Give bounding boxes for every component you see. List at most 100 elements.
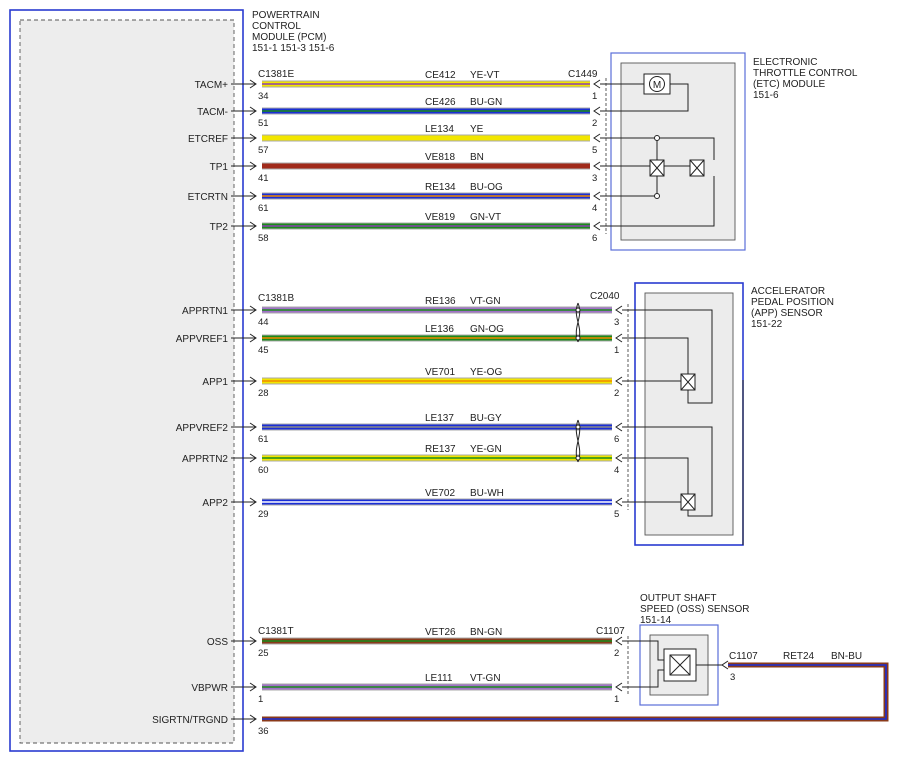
device-arrow-tp2	[593, 221, 601, 231]
wire-color-appvref2: BU-GY	[470, 413, 502, 424]
pcm-pin-label-vbpwr: VBPWR	[191, 683, 228, 694]
pin-arrow-etcrtn	[249, 191, 257, 201]
device-arrow-apprtn1	[615, 305, 623, 315]
pin-arrow-apprtn1	[249, 305, 257, 315]
wire-color-appvref1: GN-OG	[470, 324, 504, 335]
device-pin-number-oss: 2	[614, 648, 619, 659]
pcm-pin-label-sigrtn-trgnd: SIGRTN/TRGND	[152, 715, 228, 726]
app-title-line-2: PEDAL POSITION	[751, 297, 834, 308]
pcm-pin-label-oss: OSS	[207, 637, 228, 648]
pcm-pin-number-oss: 25	[258, 648, 269, 659]
pcm-pin-label-etcref: ETCREF	[188, 134, 228, 145]
wire-circuit-apprtn1: RE136	[425, 296, 456, 307]
wire-circuit-app1: VE701	[425, 367, 455, 378]
device-pin-number-apprtn2: 4	[614, 465, 619, 476]
pin-arrow-apprtn2	[249, 453, 257, 463]
wire-color-oss: BN-GN	[470, 627, 502, 638]
pcm-pin-label-appvref1: APPVREF1	[176, 334, 229, 345]
wire-circuit-tacm-: CE426	[425, 97, 456, 108]
pcm-title-line-4: 151-1 151-3 151-6	[252, 43, 335, 54]
wire-color-etcrtn: BU-OG	[470, 182, 503, 193]
pcm-pin-number-apprtn2: 60	[258, 465, 269, 476]
pin-arrow-tacm-	[249, 106, 257, 116]
pin-arrow-app1	[249, 376, 257, 386]
etc-title-line-3: (ETC) MODULE	[753, 79, 826, 90]
device-pin-number-app1: 2	[614, 388, 619, 399]
wire-sigrtn-trgnd	[262, 662, 889, 722]
pcm-pin-number-appvref1: 45	[258, 345, 269, 356]
connector-labels: C1381E C1449 C1381B C2040 C1381T C1107 C…	[258, 69, 758, 662]
pcm-title-line-3: MODULE (PCM)	[252, 32, 326, 43]
connector-app: C2040	[590, 291, 620, 302]
device-pin-number-appvref2: 6	[614, 434, 619, 445]
pcm-title-line-2: CONTROL	[252, 21, 301, 32]
device-arrow-apprtn2	[615, 453, 623, 463]
wire-circuit-sigrtn-trgnd: RET24	[783, 651, 815, 662]
motor-icon: M	[643, 73, 671, 95]
app-internal-wiring	[622, 309, 713, 517]
pcm-pin-number-vbpwr: 1	[258, 694, 263, 705]
pcm-pin-label-etcrtn: ETCRTN	[188, 192, 228, 203]
wire-color-tp2: GN-VT	[470, 212, 501, 223]
pcm-module: POWERTRAIN CONTROL MODULE (PCM) 151-1 15…	[9, 9, 335, 752]
pcm-pin-number-tp1: 41	[258, 173, 269, 184]
wire-color-vbpwr: VT-GN	[470, 673, 501, 684]
device-pin-number-etcrtn: 4	[592, 203, 597, 214]
pin-arrow-oss	[249, 636, 257, 646]
connector-etc: C1449	[568, 69, 598, 80]
wire-color-apprtn1: VT-GN	[470, 296, 501, 307]
device-arrow-tacm-	[593, 79, 601, 89]
pin-arrow-etcref	[249, 133, 257, 143]
pcm-pin-label-tacm-: TACM-	[197, 107, 228, 118]
device-arrow-etcrtn	[593, 191, 601, 201]
device-arrow-tacm-	[593, 106, 601, 116]
wire-color-tacm-: YE-VT	[470, 70, 499, 81]
device-arrow-app1	[615, 376, 623, 386]
device-pin-number-tp2: 6	[592, 233, 597, 244]
pcm-pin-label-appvref2: APPVREF2	[176, 423, 229, 434]
wire-color-tacm-: BU-GN	[470, 97, 502, 108]
pcm-pin-number-tacm-: 51	[258, 118, 269, 129]
connector-pcm-etc: C1381E	[258, 69, 294, 80]
pcm-pin-label-apprtn2: APPRTN2	[182, 454, 228, 465]
pcm-pin-label-app1: APP1	[202, 377, 228, 388]
app-title-line-3: (APP) SENSOR	[751, 308, 823, 319]
device-pin-number-tacm-: 1	[592, 91, 597, 102]
pcm-pin-number-app2: 29	[258, 509, 269, 520]
wire-color-sigrtn-trgnd: BN-BU	[831, 651, 862, 662]
pin-arrow-sigrtn-trgnd	[249, 714, 257, 724]
device-pin-number-etcref: 5	[592, 145, 597, 156]
pcm-pin-label-tacm-: TACM+	[195, 80, 229, 91]
twisted-pair-markers	[575, 302, 581, 463]
app-sensor-icon	[680, 373, 696, 511]
etc-title-line-2: THROTTLE CONTROL	[753, 68, 858, 79]
oss-sensor: OUTPUT SHAFT SPEED (OSS) SENSOR 151-14	[622, 593, 749, 706]
pin-arrow-appvref2	[249, 422, 257, 432]
device-pin-number-vbpwr: 1	[614, 694, 619, 705]
pin-arrow-tp2	[249, 221, 257, 231]
etc-tp-sensor-icon	[649, 135, 705, 199]
device-arrow-appvref1	[615, 333, 623, 343]
device-arrow-oss	[615, 636, 623, 646]
device-pin-number-sigrtn-trgnd: 3	[730, 672, 735, 683]
device-arrow-appvref2	[615, 422, 623, 432]
pcm-pin-label-apprtn1: APPRTN1	[182, 306, 228, 317]
device-pin-number-tacm-: 2	[592, 118, 597, 129]
wire-circuit-appvref2: LE137	[425, 413, 454, 424]
pcm-pin-number-etcrtn: 61	[258, 203, 269, 214]
pcm-pin-number-etcref: 57	[258, 145, 269, 156]
wire-circuit-apprtn2: RE137	[425, 444, 456, 455]
etc-title-line-4: 151-6	[753, 90, 779, 101]
pcm-pin-label-app2: APP2	[202, 498, 228, 509]
oss-title-line-3: 151-14	[640, 615, 672, 626]
device-pin-number-appvref1: 1	[614, 345, 619, 356]
oss-title-line-2: SPEED (OSS) SENSOR	[640, 604, 749, 615]
oss-element-icon	[663, 648, 697, 682]
pcm-title-line-1: POWERTRAIN	[252, 10, 320, 21]
oss-title-line-1: OUTPUT SHAFT	[640, 593, 716, 604]
wire-circuit-etcref: LE134	[425, 124, 454, 135]
device-pin-number-app2: 5	[614, 509, 619, 520]
pcm-pin-number-apprtn1: 44	[258, 317, 269, 328]
app-title-line-4: 151-22	[751, 319, 783, 330]
